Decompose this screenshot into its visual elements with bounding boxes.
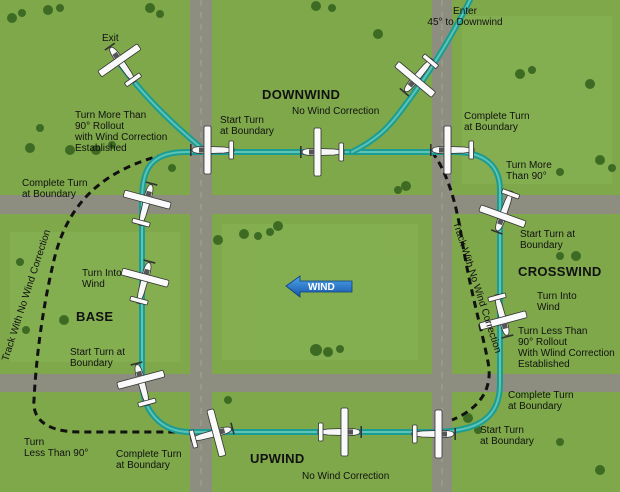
wind-arrow-icon: WIND xyxy=(285,275,353,298)
no-wind-correction-top-label: No Wind Correction xyxy=(292,106,380,117)
no-wind-correction-bottom-label: No Wind Correction xyxy=(302,471,390,482)
turn-more-rollout-label: Turn More Than 90° Rollout with Wind Cor… xyxy=(75,110,168,154)
turn-less-than-90-label: Turn Less Than 90° xyxy=(24,437,89,459)
turn-more-than-90-label: Turn More Than 90° xyxy=(506,160,552,182)
upwind-leg-title: UPWIND xyxy=(250,451,305,466)
turn-into-wind-left-label: Turn Into Wind xyxy=(82,268,122,290)
start-turn-bottom-right-label: Start Turn at Boundary xyxy=(480,425,534,447)
dashed-track-no-wind-correction xyxy=(32,150,491,434)
start-turn-right-label: Start Turn at Boundary xyxy=(520,229,576,251)
downwind-leg-title: DOWNWIND xyxy=(262,87,341,102)
start-turn-left-label: Start Turn at Boundary xyxy=(70,347,126,369)
enter-label: Enter 45° to Downwind xyxy=(427,6,503,28)
turn-into-wind-right-label: Turn Into Wind xyxy=(537,291,577,313)
start-turn-boundary-top-label: Start Turn at Boundary xyxy=(220,115,274,137)
base-leg-title: BASE xyxy=(76,309,114,324)
complete-turn-bottom-right-label: Complete Turn at Boundary xyxy=(508,390,574,412)
turn-less-rollout-label: Turn Less Than 90° Rollout With Wlind Co… xyxy=(518,326,615,370)
complete-turn-bottom-left-label: Complete Turn at Boundary xyxy=(116,449,182,471)
exit-label: Exit xyxy=(102,33,119,44)
complete-turn-left-label: Complete Turn at Boundary xyxy=(22,178,88,200)
crosswind-leg-title: CROSSWIND xyxy=(518,264,602,279)
wind-label: WIND xyxy=(308,282,335,293)
trees xyxy=(7,1,616,475)
complete-turn-top-right-label: Complete Turn at Boundary xyxy=(464,111,530,133)
